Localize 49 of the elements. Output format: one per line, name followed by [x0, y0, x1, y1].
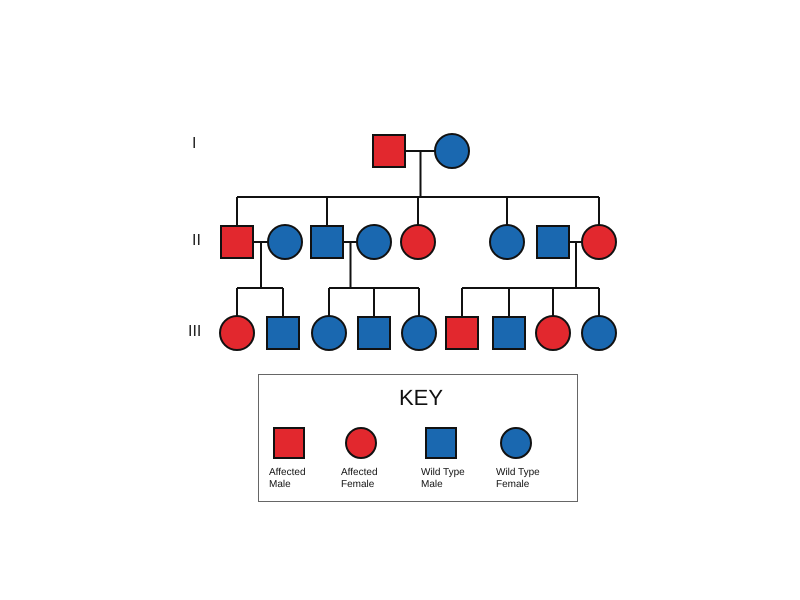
descent-line — [282, 288, 284, 316]
generation-label: I — [192, 135, 196, 153]
female-circle — [311, 315, 347, 351]
key-title: KEY — [399, 385, 444, 411]
male-square — [266, 316, 300, 350]
descent-line — [508, 288, 510, 316]
descent-line — [506, 197, 508, 225]
female-circle — [267, 224, 303, 260]
descent-line — [236, 288, 238, 316]
descent-line — [598, 288, 600, 316]
marriage-line — [344, 241, 357, 243]
descent-line — [417, 197, 419, 225]
descent-line — [328, 241, 420, 289]
marriage-line — [254, 241, 268, 243]
marriage-line — [406, 150, 435, 152]
descent-line — [461, 288, 463, 316]
marriage-line — [570, 241, 582, 243]
female-circle — [356, 224, 392, 260]
female-circle — [535, 315, 571, 351]
generation-label: III — [188, 323, 202, 341]
descent-line — [236, 150, 600, 198]
male-square — [310, 225, 344, 259]
male-square — [357, 316, 391, 350]
female-circle — [219, 315, 255, 351]
descent-line — [598, 197, 600, 225]
legend-label: Wild Type Male — [421, 467, 466, 491]
female-circle — [434, 133, 470, 169]
male-square — [372, 134, 406, 168]
descent-line — [328, 288, 330, 316]
legend-label: Wild Type Female — [496, 467, 541, 491]
female-circle — [581, 224, 617, 260]
descent-line — [326, 197, 328, 225]
male-square — [445, 316, 479, 350]
legend-label: Affected Female — [341, 467, 379, 491]
female-circle — [400, 224, 436, 260]
female-circle — [489, 224, 525, 260]
legend-label: Affected Male — [269, 467, 307, 491]
descent-line — [236, 241, 284, 289]
descent-line — [552, 288, 554, 316]
descent-line — [418, 288, 420, 316]
female-circle — [401, 315, 437, 351]
descent-line — [373, 288, 375, 316]
female-circle — [581, 315, 617, 351]
descent-line — [236, 197, 238, 225]
male-square — [536, 225, 570, 259]
male-square — [220, 225, 254, 259]
male-square — [492, 316, 526, 350]
generation-label: II — [192, 232, 201, 250]
descent-line — [461, 241, 600, 289]
